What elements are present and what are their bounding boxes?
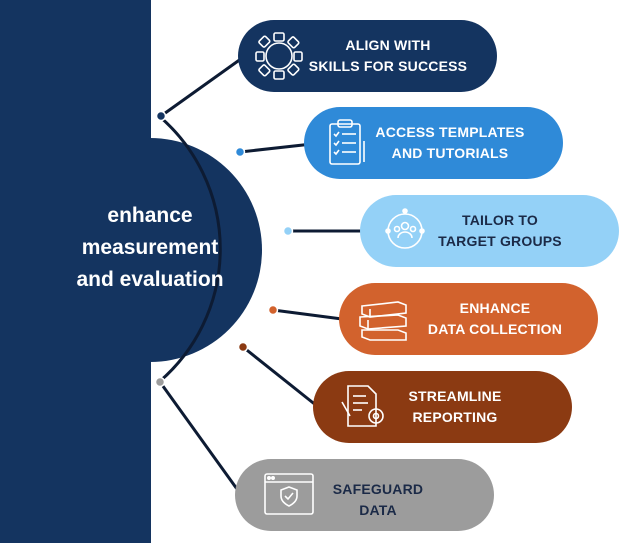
people-group-icon bbox=[385, 208, 425, 249]
label-access-templates-line1: ACCESS TEMPLATES bbox=[375, 124, 525, 140]
label-enhance-data-line1: ENHANCE bbox=[459, 300, 531, 316]
label-streamline-reporting-line1: STREAMLINE bbox=[408, 388, 502, 404]
connector-line-1 bbox=[160, 54, 246, 118]
label-streamline-reporting: STREAMLINE REPORTING bbox=[395, 386, 515, 428]
label-align-skills: ALIGN WITH SKILLS FOR SUCCESS bbox=[298, 35, 478, 77]
connector-dot-1 bbox=[155, 110, 167, 122]
connector-line-2 bbox=[239, 142, 313, 154]
connector-line-5 bbox=[242, 345, 318, 408]
center-hub bbox=[150, 138, 262, 362]
label-tailor-target-line2: TARGET GROUPS bbox=[438, 233, 562, 249]
label-enhance-data: ENHANCE DATA COLLECTION bbox=[415, 298, 575, 340]
center-title-line3: and evaluation bbox=[76, 268, 224, 291]
label-streamline-reporting-line2: REPORTING bbox=[412, 409, 498, 425]
report-gear-icon bbox=[341, 385, 384, 427]
stacked-books-icon bbox=[359, 301, 407, 341]
connector-dot-3 bbox=[282, 225, 294, 237]
label-access-templates-line2: AND TUTORIALS bbox=[391, 145, 509, 161]
navy-side-band bbox=[0, 0, 151, 543]
center-title-line1: enhance bbox=[107, 204, 193, 227]
label-access-templates: ACCESS TEMPLATES AND TUTORIALS bbox=[370, 122, 530, 164]
connector-dot-5 bbox=[237, 341, 249, 353]
pill-access-templates bbox=[304, 107, 563, 179]
label-enhance-data-line2: DATA COLLECTION bbox=[427, 321, 563, 337]
pill-safeguard-data bbox=[235, 459, 494, 531]
center-title: enhance measurement and evaluation bbox=[40, 200, 260, 296]
label-align-skills-line1: ALIGN WITH bbox=[345, 37, 431, 53]
label-safeguard-data-line1: SAFEGUARD bbox=[332, 481, 424, 497]
gear-network-icon bbox=[255, 32, 303, 80]
pill-enhance-data bbox=[339, 283, 598, 355]
clipboard-checklist-icon bbox=[329, 119, 365, 165]
connector-line-6 bbox=[158, 381, 244, 497]
connector-arc bbox=[158, 114, 222, 384]
browser-shield-icon bbox=[264, 473, 314, 515]
pill-tailor-target bbox=[360, 195, 619, 267]
center-title-line2: measurement bbox=[81, 236, 219, 259]
pill-align-skills bbox=[238, 20, 497, 92]
label-safeguard-data-line2: DATA bbox=[359, 502, 397, 518]
connector-dot-4 bbox=[267, 304, 279, 316]
label-safeguard-data: SAFEGUARD DATA bbox=[323, 479, 433, 521]
label-tailor-target: TAILOR TO TARGET GROUPS bbox=[430, 210, 570, 252]
connector-dot-2 bbox=[234, 146, 246, 158]
pill-streamline-reporting bbox=[313, 371, 572, 443]
connector-line-4 bbox=[272, 308, 343, 321]
label-tailor-target-line1: TAILOR TO bbox=[462, 212, 538, 228]
connector-dot-6 bbox=[154, 376, 166, 388]
label-align-skills-line2: SKILLS FOR SUCCESS bbox=[308, 58, 468, 74]
